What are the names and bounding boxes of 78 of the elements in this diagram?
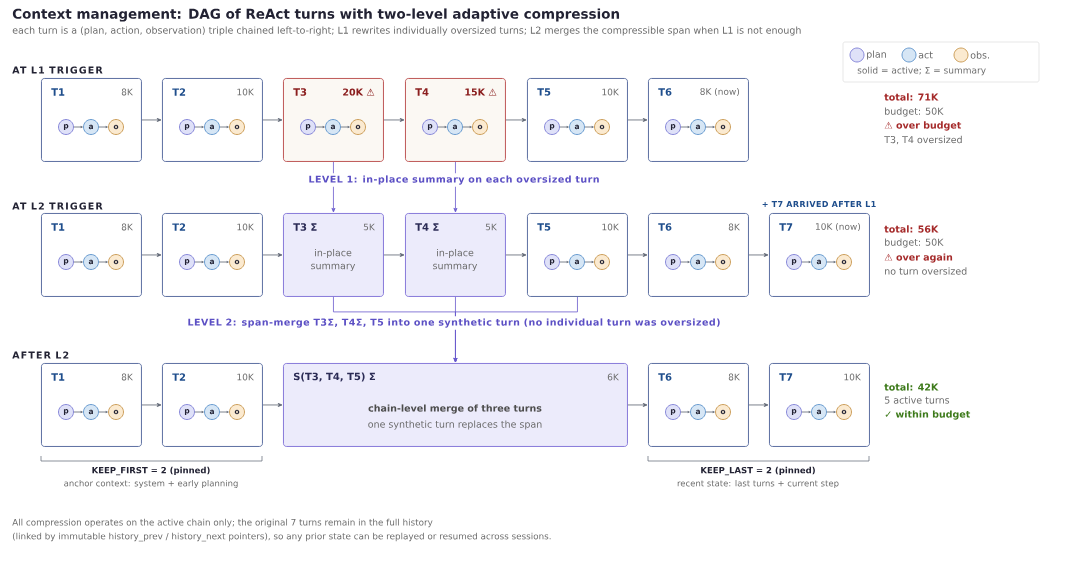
arrow	[73, 125, 83, 129]
summary-box: T3 Σ 5K in-place summary	[283, 213, 384, 297]
arrow	[340, 125, 350, 129]
arrow	[748, 253, 769, 257]
summary-box: S(T3, T4, T5) Σ 6K chain-level merge of three turns one synthetic turn replaces the span	[283, 363, 628, 447]
pin-label: KEEP_LAST = 2 (pinned)	[701, 466, 815, 476]
section-heading: AFTER L2	[12, 351, 69, 359]
arrow	[505, 117, 527, 122]
arrow	[680, 125, 690, 129]
arrow	[801, 260, 811, 264]
arrow	[584, 125, 594, 129]
legend-label: obs.	[970, 51, 989, 59]
arrow	[262, 253, 283, 257]
pin-label: KEEP_FIRST = 2 (pinned)	[92, 466, 210, 476]
arrow	[627, 403, 648, 407]
arrow	[705, 410, 715, 414]
note: + T7 ARRIVED AFTER L1	[762, 201, 876, 207]
title: Context management: DAG of ReAct turns with two-level adaptive compression	[12, 8, 620, 22]
arrow	[584, 260, 594, 264]
arrow	[748, 403, 769, 407]
status-text: 5 active turns	[884, 396, 950, 404]
arrow	[98, 260, 108, 264]
pin-note: anchor context: system + early planning	[64, 479, 238, 489]
level-label: LEVEL 2: span-merge T3Σ, T4Σ, T5 into one synthetic turn (no individual turn was oversized)	[185, 316, 723, 330]
arrow	[194, 410, 204, 414]
arrow	[194, 260, 204, 264]
arrow	[315, 125, 325, 129]
status-text: no turn oversized	[885, 267, 967, 275]
arrow	[627, 253, 648, 257]
arrow	[219, 410, 229, 414]
arrow	[680, 260, 690, 264]
status-text: budget: 50K	[885, 107, 944, 117]
status-total: total: 56K	[884, 225, 939, 233]
status-text: budget: 50K	[885, 238, 944, 248]
section-heading: AT L2 TRIGGER	[12, 202, 103, 210]
legend-note: solid = active; Σ = summary	[857, 66, 986, 76]
pin-note: recent state: last turns + current step	[677, 479, 839, 489]
status-total: total: 71K	[884, 93, 939, 101]
arrow	[262, 403, 283, 407]
arrow	[453, 296, 578, 363]
status-ok: ✓ within budget	[885, 410, 971, 420]
arrow	[559, 260, 569, 264]
status-warning: ⚠ over again	[884, 253, 953, 263]
arrow	[437, 125, 447, 129]
arrow	[73, 410, 83, 414]
arrow	[559, 125, 569, 129]
arrow	[141, 253, 162, 257]
level-label: LEVEL 1: in-place summary on each oversized turn	[306, 173, 602, 187]
arrow	[627, 117, 648, 122]
summary-box: T4 Σ 5K in-place summary	[405, 213, 506, 297]
status-warning: ⚠ over budget	[884, 121, 962, 131]
arrow	[219, 125, 229, 129]
subtitle: each turn is a (plan, action, observation) triple chained left-to-right; L1 rewrites individually oversized turns; L2 merges the compressible span when L1 is not enough	[12, 26, 801, 36]
status-text: T3, T4 oversized	[884, 135, 962, 145]
arrow	[705, 125, 715, 129]
arrow	[826, 260, 836, 264]
legend-label: plan	[867, 50, 886, 60]
legend-label: act	[918, 51, 933, 59]
arrow	[73, 260, 83, 264]
arrow	[141, 117, 162, 122]
footnote: (linked by immutable history_prev / history_next pointers), so any prior state can be replayed or resumed across sessions.	[12, 532, 551, 542]
arrow	[462, 125, 472, 129]
arrow	[141, 403, 162, 407]
status-total: total: 42K	[884, 383, 939, 391]
arrow	[98, 410, 108, 414]
footnote: All compression operates on the active chain only; the original 7 turns remain in the full history	[12, 518, 433, 528]
arrow	[219, 260, 229, 264]
arrow	[383, 117, 405, 122]
section-heading: AT L1 TRIGGER	[12, 66, 103, 74]
arrow	[826, 410, 836, 414]
arrow	[383, 253, 405, 257]
arrow	[705, 260, 715, 264]
arrow	[680, 410, 690, 414]
arrow	[801, 410, 811, 414]
arrow	[194, 125, 204, 129]
arrow	[98, 125, 108, 129]
arrow	[505, 253, 527, 257]
arrow	[262, 117, 283, 122]
